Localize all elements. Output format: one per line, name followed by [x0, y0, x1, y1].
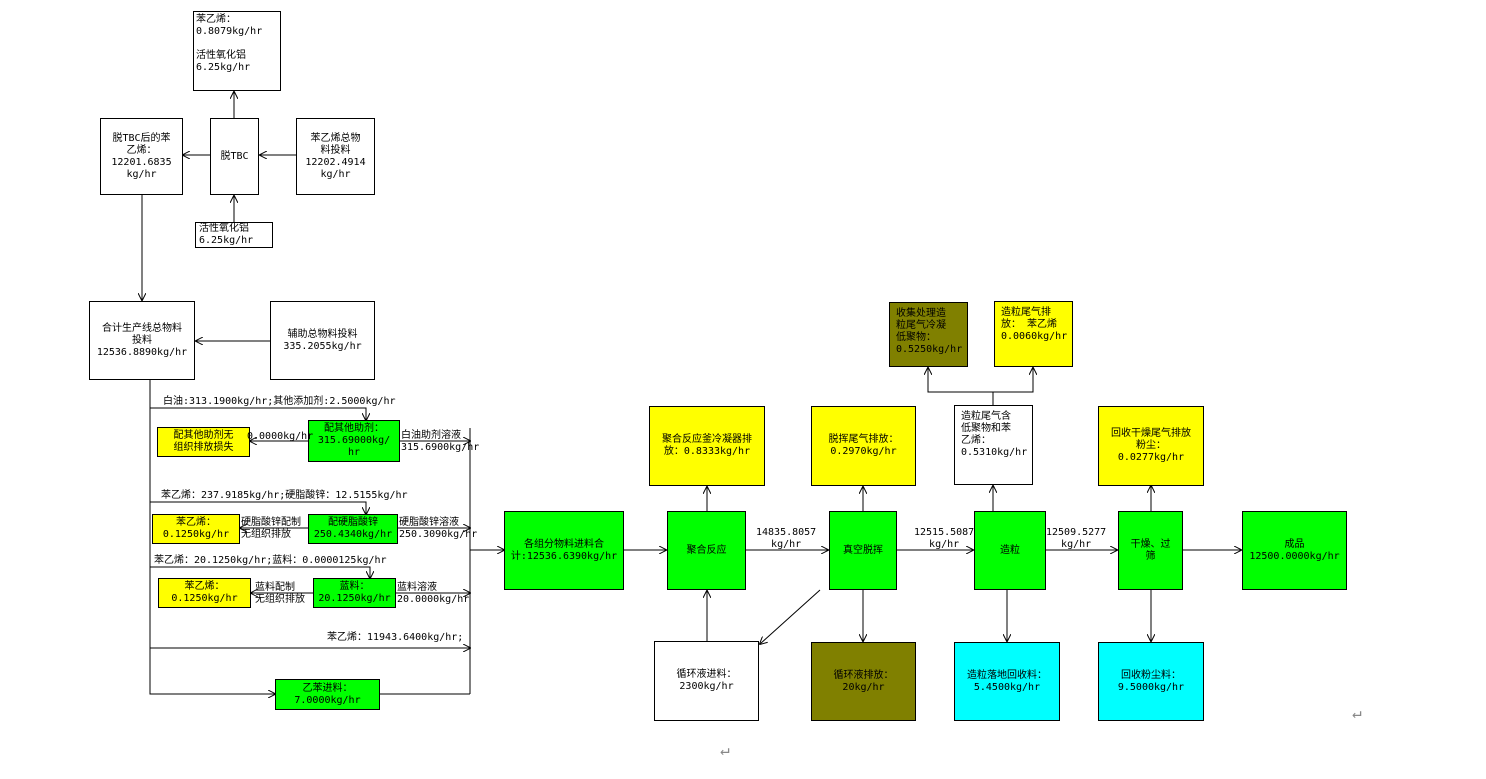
label-styrene-main: 苯乙烯：11943.6400kg/hr; — [327, 632, 464, 643]
label-dye-solution: 蓝料溶液 20.0000kg/hr — [397, 582, 470, 605]
box-pellet-floor: 造粒落地回收料： 5.4500kg/hr — [954, 642, 1060, 721]
box-pellet-exhaust: 造粒尾气排 放： 苯乙烯 0.0060kg/hr — [994, 301, 1073, 367]
box-zinc-prep: 配硬脂酸锌 250.4340kg/hr — [308, 514, 398, 544]
label-flow-poly-out: 14835.8057 kg/hr — [756, 527, 817, 550]
box-dye-prep: 蓝料： 20.1250kg/hr — [313, 578, 396, 608]
box-poly-condenser: 聚合反应釜冷凝器排 放：0.8333kg/hr — [649, 406, 765, 486]
box-zinc-loss: 苯乙烯： 0.1250kg/hr — [152, 514, 240, 544]
arrow-styrene-dye — [150, 566, 370, 578]
box-polymerization: 聚合反应 — [667, 511, 746, 590]
label-white-oil: 白油:313.1900kg/hr;其他添加剂:2.5000kg/hr — [163, 396, 396, 407]
box-pelletizing: 造粒 — [974, 511, 1046, 590]
label-zinc-fugitive: 硬脂酸锌配制 无组织排放 — [241, 517, 301, 540]
return-mark-bottom: ↵ — [720, 740, 730, 759]
box-aux-feed: 辅助总物料投料 335.2055kg/hr — [270, 301, 375, 380]
box-other-aid-loss: 配其他助剂无 组织排放损失 — [157, 427, 250, 457]
box-line-total-feed: 合计生产线总物料 投料 12536.8890kg/hr — [89, 301, 195, 380]
label-flow-devol-out: 12515.5087 kg/hr — [914, 527, 975, 550]
box-dust-recovery: 回收粉尘料： 9.5000kg/hr — [1098, 642, 1204, 721]
box-ethylbenzene-feed: 乙苯进料： 7.0000kg/hr — [275, 679, 380, 710]
box-styrene-feed: 苯乙烯总物 料投料 12202.4914 kg/hr — [296, 118, 375, 195]
label-zinc-solution: 硬脂酸锌溶液 250.3090kg/hr — [399, 517, 478, 540]
box-recycle-discharge: 循环液排放： 20kg/hr — [811, 642, 916, 721]
box-dry-screen: 干燥、过 筛 — [1118, 511, 1183, 590]
box-pellet-gas: 造粒尾气含 低聚物和苯 乙烯： 0.5310kg/hr — [954, 405, 1033, 485]
box-other-aid-prep: 配其他助剂： 315.69000kg/ hr — [308, 420, 400, 462]
label-styrene-dye: 苯乙烯：20.1250kg/hr;蓝料：0.0000125kg/hr — [154, 555, 387, 566]
box-total-component-feed: 各组分物料进料合 计:12536.6390kg/hr — [504, 511, 624, 590]
arrow-white-oil — [150, 407, 366, 420]
box-product: 成品 12500.0000kg/hr — [1242, 511, 1347, 590]
box-after-tbc: 脱TBC后的苯 乙烯： 12201.6835 kg/hr — [100, 118, 183, 195]
label-dye-fugitive: 蓝料配制 无组织排放 — [255, 582, 305, 605]
box-dye-loss: 苯乙烯： 0.1250kg/hr — [158, 578, 251, 608]
label-flow-pellet-out: 12509.5277 kg/hr — [1046, 527, 1107, 550]
label-styrene-zinc: 苯乙烯：237.9185kg/hr;硬脂酸锌：12.5155kg/hr — [161, 490, 408, 501]
label-aid-loss-value: 0.0000kg/hr — [247, 431, 314, 442]
box-tbc-removal: 脱TBC — [210, 118, 259, 195]
box-devol-exhaust: 脱挥尾气排放： 0.2970kg/hr — [811, 406, 916, 486]
box-pellet-collect: 收集处理造 粒尾气冷凝 低聚物： 0.5250kg/hr — [889, 302, 968, 367]
box-recycle-feed: 循环液进料： 2300kg/hr — [654, 641, 759, 721]
trunk-line — [149, 380, 273, 695]
arrow-styrene-zinc — [150, 501, 366, 514]
box-dry-dust: 回收干燥尾气排放 粉尘： 0.0277kg/hr — [1098, 406, 1204, 486]
label-white-oil-solution: 白油助剂溶液 315.6900kg/hr — [401, 430, 480, 453]
return-mark-right: ↵ — [1352, 703, 1362, 722]
box-alumina-in: 活性氧化铝 6.25kg/hr — [195, 222, 273, 248]
box-vacuum-devol: 真空脱挥 — [829, 511, 897, 590]
box-top-output: 苯乙烯： 0.8079kg/hr 活性氧化铝 6.25kg/hr — [193, 11, 281, 91]
